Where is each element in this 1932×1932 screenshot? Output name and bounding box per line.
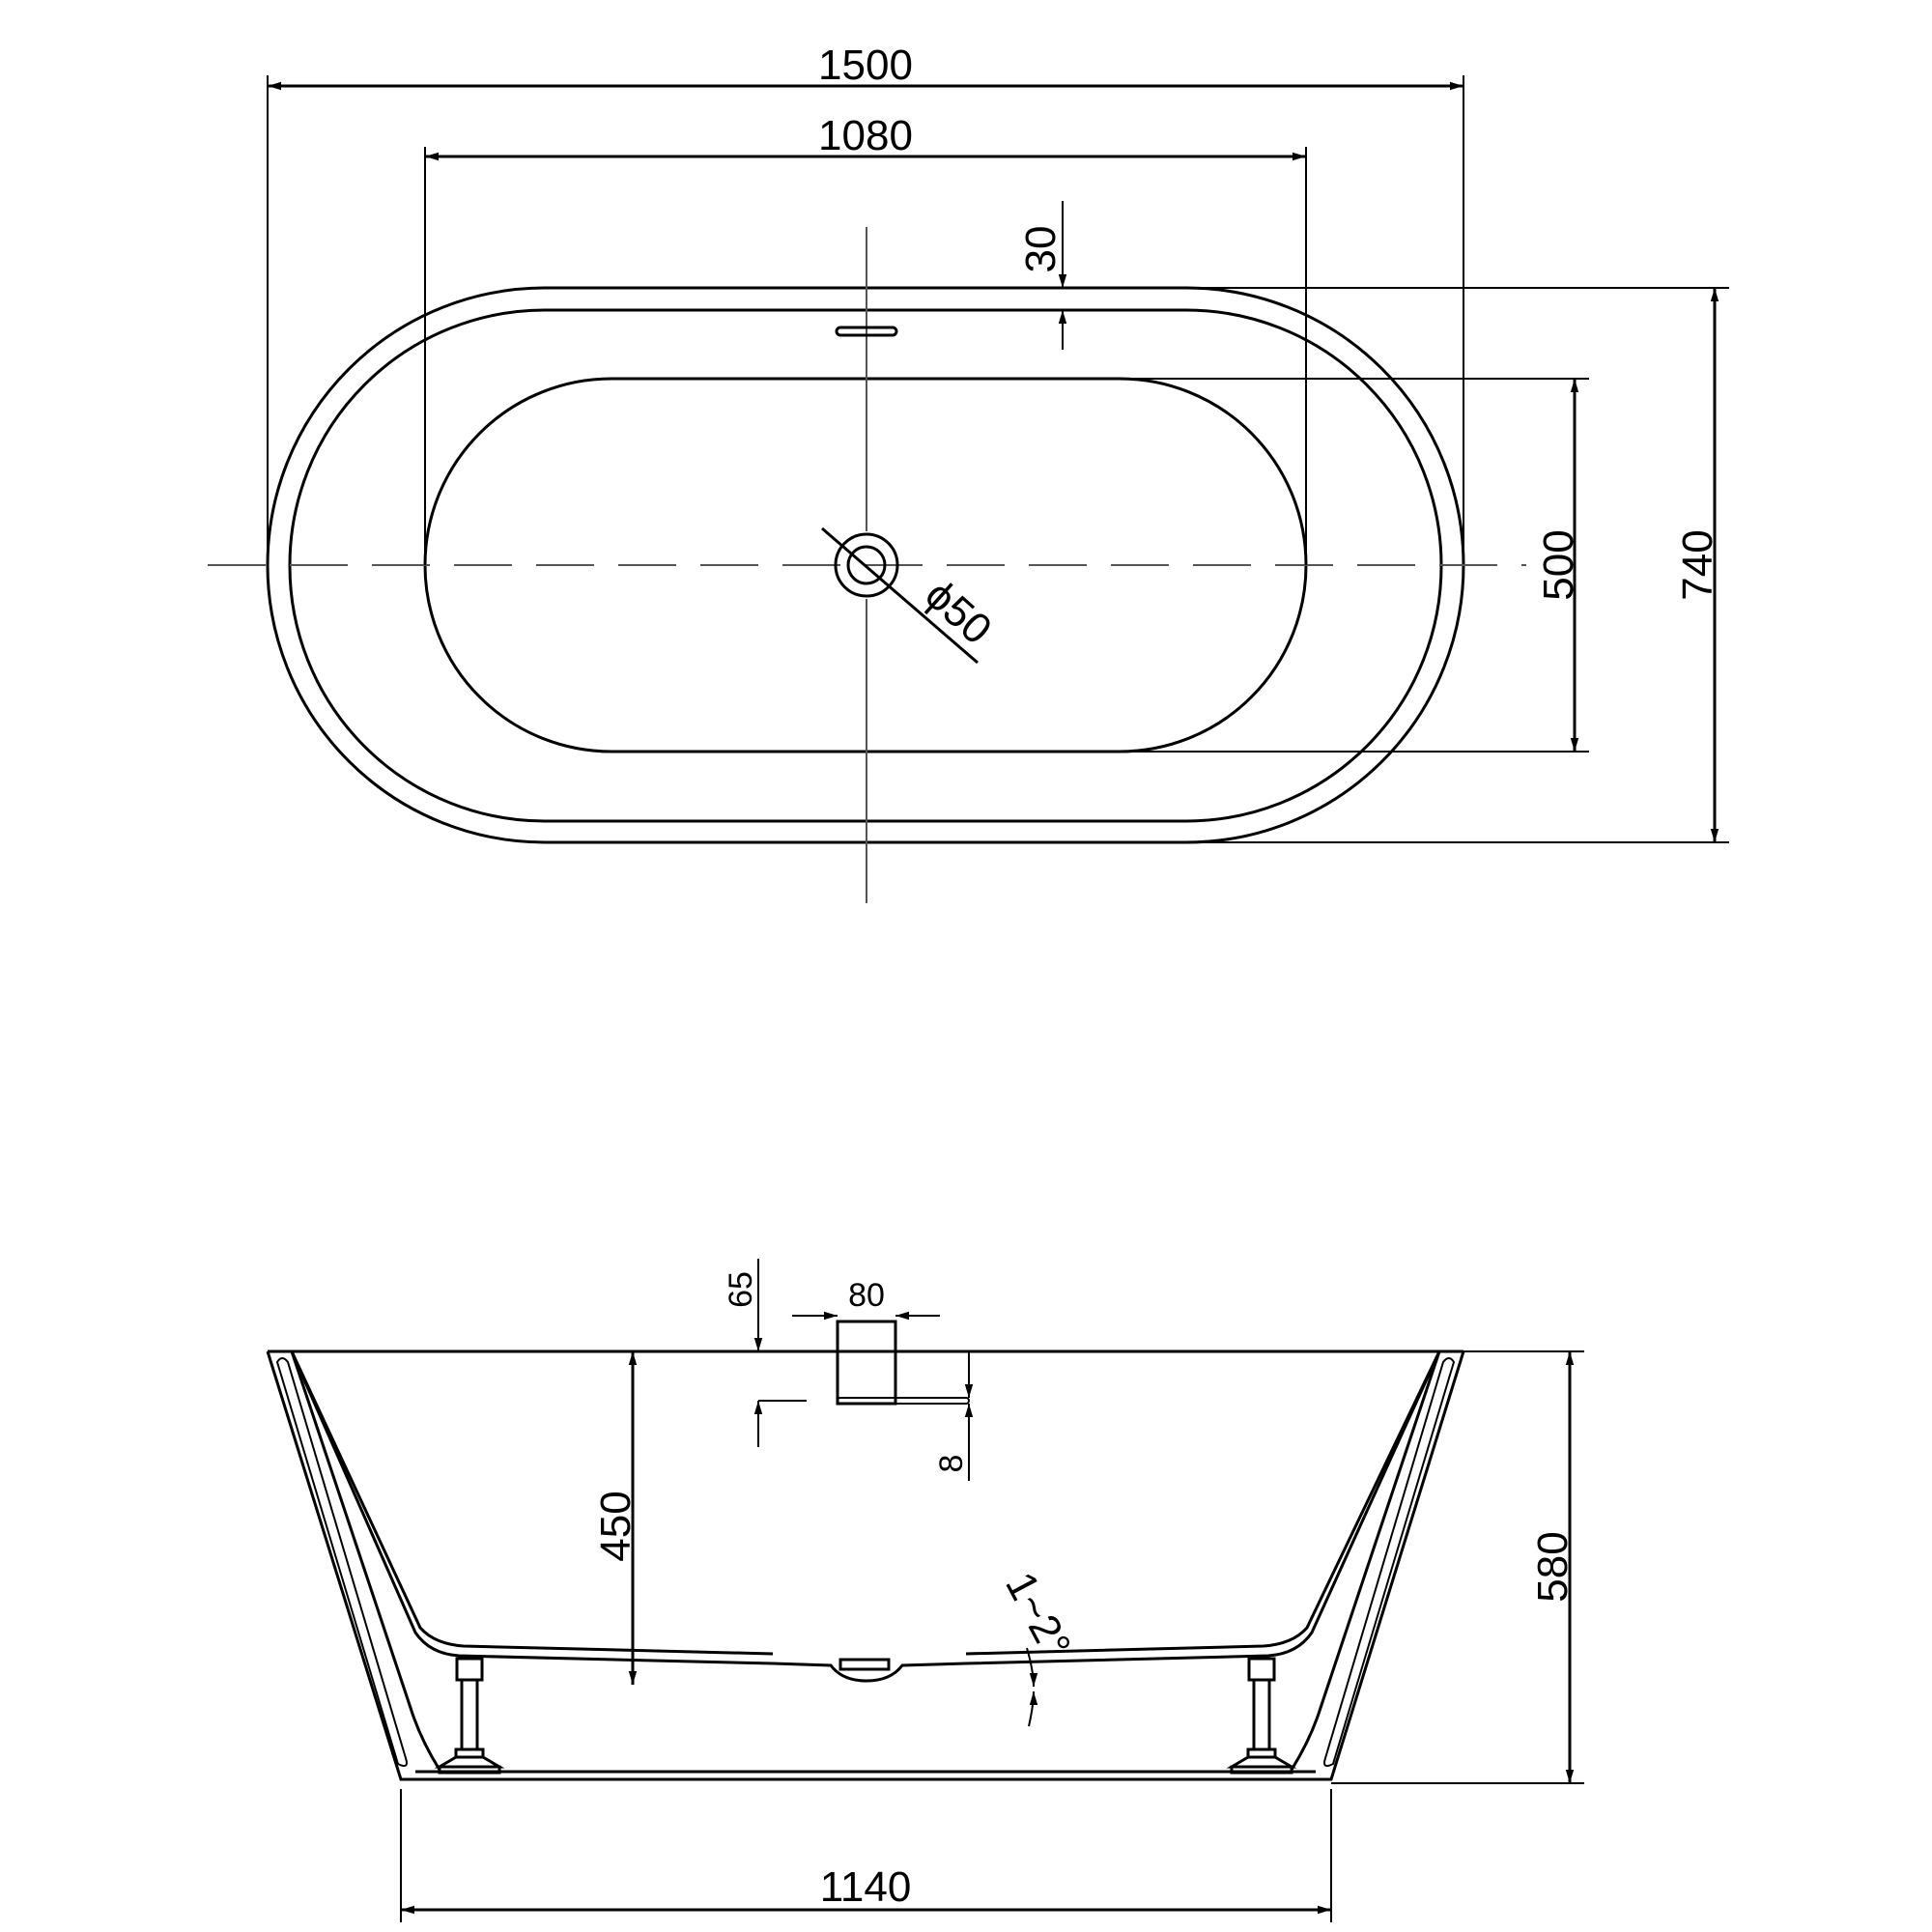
- slope-arc-top: [1026, 1647, 1038, 1688]
- overflow-fitting: [836, 1320, 897, 1406]
- inner-depth-label: 450: [592, 1491, 639, 1561]
- overflow-offset-label: 65: [723, 1271, 759, 1308]
- left-basin-wall: [290, 1350, 774, 1665]
- right-foot-nut: [1246, 1747, 1277, 1759]
- left-foot-nut: [454, 1747, 485, 1759]
- overflow-width-label: 80: [848, 1277, 885, 1314]
- right-basin-wall: [965, 1350, 1441, 1665]
- right-foot: [1226, 1657, 1297, 1775]
- inner-length-label: 1080: [818, 112, 913, 159]
- slope-arc-bottom: [1028, 1690, 1038, 1727]
- overflow-slot: [835, 326, 898, 337]
- side-view: 80 65 8 450 1~2° 580 1140: [266, 1259, 1584, 1922]
- right-wall-inner: [1290, 1350, 1441, 1771]
- rim-offset-label: 30: [1017, 226, 1065, 273]
- left-foot-collar: [455, 1657, 484, 1682]
- floor-drain-bulge: [772, 1662, 967, 1683]
- base-length-label: 1140: [820, 1863, 912, 1911]
- left-foot-rod: [460, 1678, 479, 1751]
- overall-width-label: 740: [1674, 529, 1721, 600]
- overflow-plate: [837, 1397, 970, 1405]
- left-basin-wall-inner: [290, 1350, 774, 1656]
- drain-leader-line: [821, 526, 979, 665]
- right-wall-slot: [1323, 1357, 1456, 1767]
- inner-width-label: 500: [1535, 529, 1582, 600]
- overflow-depth-label: 8: [933, 1455, 970, 1473]
- drain-diameter-label: ϕ50: [916, 571, 1000, 654]
- overall-height-label: 580: [1529, 1531, 1577, 1602]
- drain-outer-icon: [834, 532, 899, 598]
- top-view: ϕ50 1500 1080 30 500 740: [208, 42, 1729, 903]
- left-wall-inner: [290, 1350, 441, 1771]
- drain-body-side: [838, 1658, 891, 1671]
- drain-inner-icon: [846, 545, 887, 585]
- right-foot-collar: [1247, 1657, 1276, 1682]
- right-foot-rod: [1252, 1678, 1271, 1751]
- overall-length-label: 1500: [818, 42, 913, 89]
- left-foot: [434, 1657, 505, 1775]
- right-foot-base: [1230, 1765, 1293, 1775]
- left-foot-base: [438, 1765, 501, 1775]
- right-basin-wall-inner: [965, 1350, 1441, 1656]
- outer-shell-outline: [266, 1350, 1465, 1781]
- left-wall-slot: [275, 1357, 408, 1767]
